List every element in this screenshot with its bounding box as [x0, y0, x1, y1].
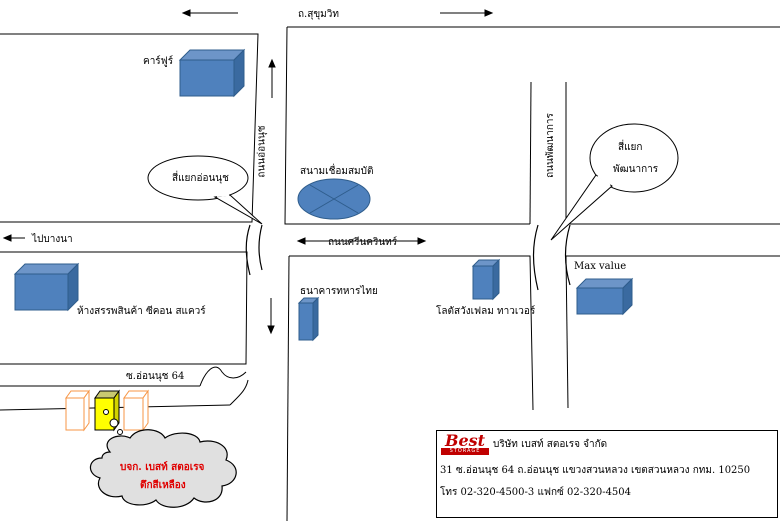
road-label-onnut: ถนนอ่อนนุช [256, 125, 268, 178]
left-neighbor-side [83, 389, 90, 432]
soi-curve [199, 366, 247, 387]
road-edge-d [286, 255, 290, 521]
intersection-curve-right2 [564, 224, 571, 286]
arrowhead [2, 234, 12, 242]
face-top [178, 49, 246, 61]
max-value-building [575, 277, 634, 316]
direction-arrows [2, 9, 494, 335]
cloud-dot-2 [117, 429, 123, 435]
arrowhead [484, 9, 494, 17]
arrowhead [296, 237, 306, 245]
road-label-sukhumvit: ถ.สุขุมวิท [298, 9, 339, 20]
face-front [14, 273, 69, 311]
company-name: บริษัท เบสท์ สตอเรจ จำกัด [493, 439, 608, 450]
landmark-label-max-value: Max value [574, 261, 627, 272]
park-marker [297, 178, 371, 220]
block-top-left [0, 33, 259, 223]
face-front [576, 287, 624, 315]
right-neighbor-front [123, 397, 144, 431]
callout-right-text-2: พัฒนาการ [613, 164, 659, 175]
callout-right-text-1: สี่แยก [618, 142, 643, 153]
right-neighbor-side [142, 389, 149, 432]
arrowhead [267, 325, 275, 335]
face-front [472, 265, 494, 300]
landmark-label-seacon: ห้างสรรพสินค้า ซีคอน สแควร์ [77, 306, 206, 317]
seacon-building [13, 262, 80, 312]
road-edge-b [529, 81, 532, 225]
face-front [179, 59, 235, 97]
soi-curve-lower [229, 379, 249, 406]
logo-brand: Best [444, 431, 486, 450]
best-storage-logo: Best STORAGE [441, 431, 489, 455]
road-edge-a [284, 26, 530, 225]
callout-company [89, 418, 237, 508]
block-bottom-left [0, 251, 248, 365]
callout-right [550, 123, 679, 241]
road-label-bangna: ไปบางนา [32, 234, 73, 245]
face-side [492, 258, 500, 301]
arrowhead [181, 9, 191, 17]
arrowhead [417, 237, 427, 245]
intersection-curve-left [245, 224, 251, 276]
road-label-soi: ซ.อ่อนนุช 64 [126, 371, 185, 382]
callout-company-text-1: บจก. เบสท์ สตอเรจ [120, 462, 205, 473]
logo-sub: STORAGE [441, 448, 489, 455]
face-side [312, 296, 319, 342]
storage-buildings [65, 389, 149, 432]
landmark-label-park: สนามเชื่อมสมบัติ [300, 166, 374, 177]
cloud-shape [89, 429, 237, 508]
callout-company-text-2: ตึกสีเหลือง [140, 480, 186, 491]
block-bottom-middle [289, 255, 534, 411]
park-cross-2 [309, 184, 359, 214]
road-label-pattanakarn: ถนนพัฒนาการ [544, 113, 556, 178]
company-info-box: Best STORAGE บริษัท เบสท์ สตอเรจ จำกัด 3… [436, 430, 778, 518]
callout-left [147, 155, 263, 225]
face-front [298, 302, 314, 341]
landmark-label-lotus: โลตัสวังเฟลม ทาวเวอร์ [436, 306, 536, 317]
road-label-srinakarin: ถนนศรีนครินทร์ [328, 237, 398, 248]
callout-left-text: สี่แยกอ่อนนุช [172, 173, 229, 184]
face-top [13, 263, 80, 275]
callout-right-tail-cover [597, 175, 611, 186]
callout-right-tail [550, 174, 613, 241]
cloud-dot-1 [109, 418, 119, 428]
callout-left-tail-cover [216, 194, 230, 197]
callout-left-tail [213, 194, 263, 225]
company-address: 31 ซ.อ่อนนุช 64 ถ.อ่อนนุช แขวงสวนหลวง เข… [440, 465, 751, 476]
callout-left-bubble [147, 155, 249, 201]
landmark-label-military-bank: ธนาคารทหารไทย [300, 286, 378, 297]
road-edge-e [565, 255, 569, 409]
arrowhead [268, 58, 276, 68]
landmark-label-carrefour: คาร์ฟูร์ [143, 56, 174, 67]
military-bank-building [297, 296, 320, 342]
company-contact: โทร 02-320-4500-3 แฟกซ์ 02-320-4504 [440, 487, 632, 498]
carrefour-building [178, 48, 246, 98]
intersection-curve-right [532, 224, 539, 291]
callout-right-bubble [589, 123, 679, 193]
intersection-curve-left2 [258, 224, 263, 271]
lotus-building [471, 258, 501, 301]
left-neighbor-front [65, 397, 85, 431]
target-window [103, 409, 109, 415]
